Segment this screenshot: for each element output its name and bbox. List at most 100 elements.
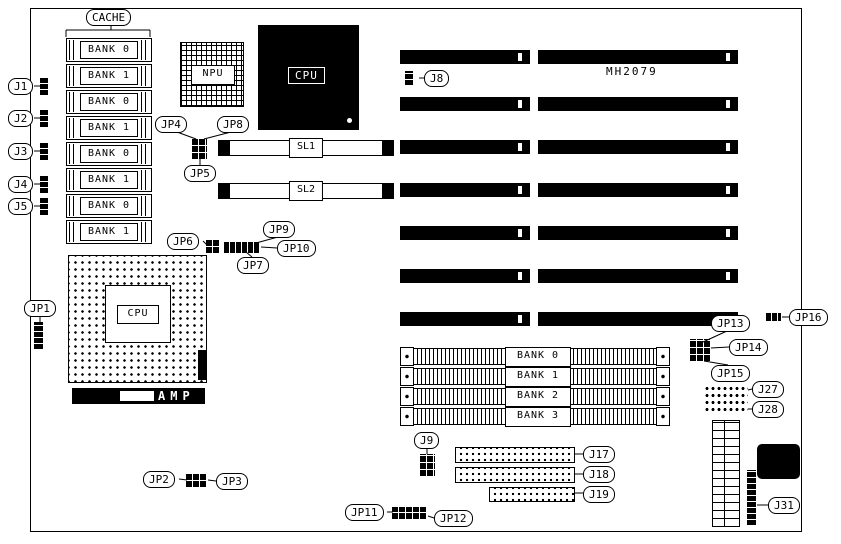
sram-chip: BANK 0 [66, 90, 152, 114]
callout-jp11: JP11 [345, 504, 384, 521]
callout-jp16: JP16 [789, 309, 828, 326]
callout-jp7: JP7 [237, 257, 269, 274]
simm-socket-end [400, 407, 414, 426]
callout-jp9: JP9 [263, 221, 295, 238]
callout-jp1: JP1 [24, 300, 56, 317]
sram-chip: BANK 0 [66, 194, 152, 218]
slot-key-notch [518, 53, 522, 61]
callout-j18: J18 [583, 466, 615, 483]
cpu-socket: CPU [68, 255, 207, 383]
sram-bank-label: BANK 1 [80, 67, 138, 85]
sram-bank-label: BANK 1 [80, 171, 138, 189]
callout-jp3: JP3 [216, 473, 248, 490]
callout-jp4: JP4 [155, 116, 187, 133]
jumper-block-jp9-jp10 [224, 242, 260, 253]
chip-pins [69, 92, 77, 112]
sram-chip: BANK 1 [66, 168, 152, 192]
connector-j17 [455, 447, 575, 463]
sram-bank-label: BANK 1 [80, 119, 138, 137]
jumper-block-jp1 [34, 322, 43, 349]
expansion-slot-segment [400, 183, 530, 197]
chip-pins [69, 118, 77, 138]
expansion-slot-segment [400, 226, 530, 240]
callout-j4: J4 [8, 176, 34, 193]
expansion-slot-segment [538, 183, 738, 197]
connector-j19 [489, 487, 575, 502]
callout-j2: J2 [8, 110, 34, 127]
slot-end-cap [219, 184, 230, 198]
callout-jp5: JP5 [184, 165, 216, 182]
callout-j5: J5 [8, 198, 34, 215]
slot-key-notch [518, 272, 522, 280]
chip-pins [69, 222, 77, 242]
callout-j1: J1 [8, 78, 34, 95]
npu-socket: NPU [180, 42, 244, 107]
slot-key-notch [518, 315, 522, 323]
npu-label: NPU [191, 65, 235, 85]
jumper-block-jp2-jp3 [186, 473, 207, 487]
slot-key-notch [518, 186, 522, 194]
callout-j31: J31 [768, 497, 800, 514]
connector-j27-j28-pins [704, 385, 748, 415]
callout-jp15: JP15 [711, 365, 750, 382]
chip-pins [69, 144, 77, 164]
simm-bank-label: BANK 1 [505, 367, 571, 387]
chip-pins [141, 222, 149, 242]
jumper-block-jp13-jp14-jp15 [690, 339, 710, 361]
expansion-slot-segment [400, 312, 530, 326]
cpu-chip: CPU [258, 25, 359, 130]
expansion-slot-segment [538, 226, 738, 240]
connector-j8-pins [405, 71, 413, 85]
callout-jp10: JP10 [277, 240, 316, 257]
jumper-block-jp16 [766, 313, 781, 321]
slot-key-notch [726, 229, 730, 237]
callout-j28: J28 [752, 401, 784, 418]
expansion-slot-segment [538, 312, 738, 326]
cpu-socket-label: CPU [117, 305, 159, 324]
socket-mark [198, 350, 206, 380]
jumper-block-jp6-jp7 [206, 240, 220, 253]
cpu-socket-center: CPU [105, 285, 171, 343]
connector-j31-pins [747, 470, 756, 525]
simm-bank-label: BANK 2 [505, 387, 571, 407]
sram-bank-label: BANK 0 [80, 41, 138, 59]
connector-j2-pins [40, 109, 48, 127]
chip-pins [141, 66, 149, 86]
simm-bank-label: BANK 0 [505, 347, 571, 367]
callout-jp13: JP13 [711, 315, 750, 332]
callout-jp2: JP2 [143, 471, 175, 488]
slot-end-cap [219, 141, 230, 155]
expansion-slot-segment [400, 50, 530, 64]
slot-key-notch [726, 143, 730, 151]
board-outline [30, 8, 802, 532]
board-model-label: MH2079 [606, 65, 658, 78]
expansion-slot-segment [400, 97, 530, 111]
callout-jp14: JP14 [729, 339, 768, 356]
pin1-dot [347, 118, 352, 123]
sram-chip: BANK 1 [66, 64, 152, 88]
slot-key-notch [726, 186, 730, 194]
callout-j8: J8 [424, 70, 450, 87]
callout-j9: J9 [414, 432, 440, 449]
chip-pins [141, 92, 149, 112]
slot-sl1: SL1 [218, 138, 394, 158]
chip-pins [141, 144, 149, 164]
jumper-block-jp4-jp5-jp8 [192, 138, 207, 159]
chip-pins [141, 170, 149, 190]
callout-j3: J3 [8, 143, 34, 160]
chip-pins [141, 118, 149, 138]
expansion-slot-segment [538, 140, 738, 154]
simm-socket-end [400, 347, 414, 366]
amp-label: AMP [158, 389, 195, 403]
expansion-slot-segment [538, 97, 738, 111]
callout-j17: J17 [583, 446, 615, 463]
sram-bank-label: BANK 0 [80, 93, 138, 111]
connector-j9-pins [420, 454, 435, 476]
callout-j27: J27 [752, 381, 784, 398]
cpu-chip-label: CPU [288, 67, 325, 84]
sram-bank-label: BANK 1 [80, 223, 138, 241]
chip-pins [69, 170, 77, 190]
chip-pins [141, 40, 149, 60]
sram-chip: BANK 0 [66, 142, 152, 166]
